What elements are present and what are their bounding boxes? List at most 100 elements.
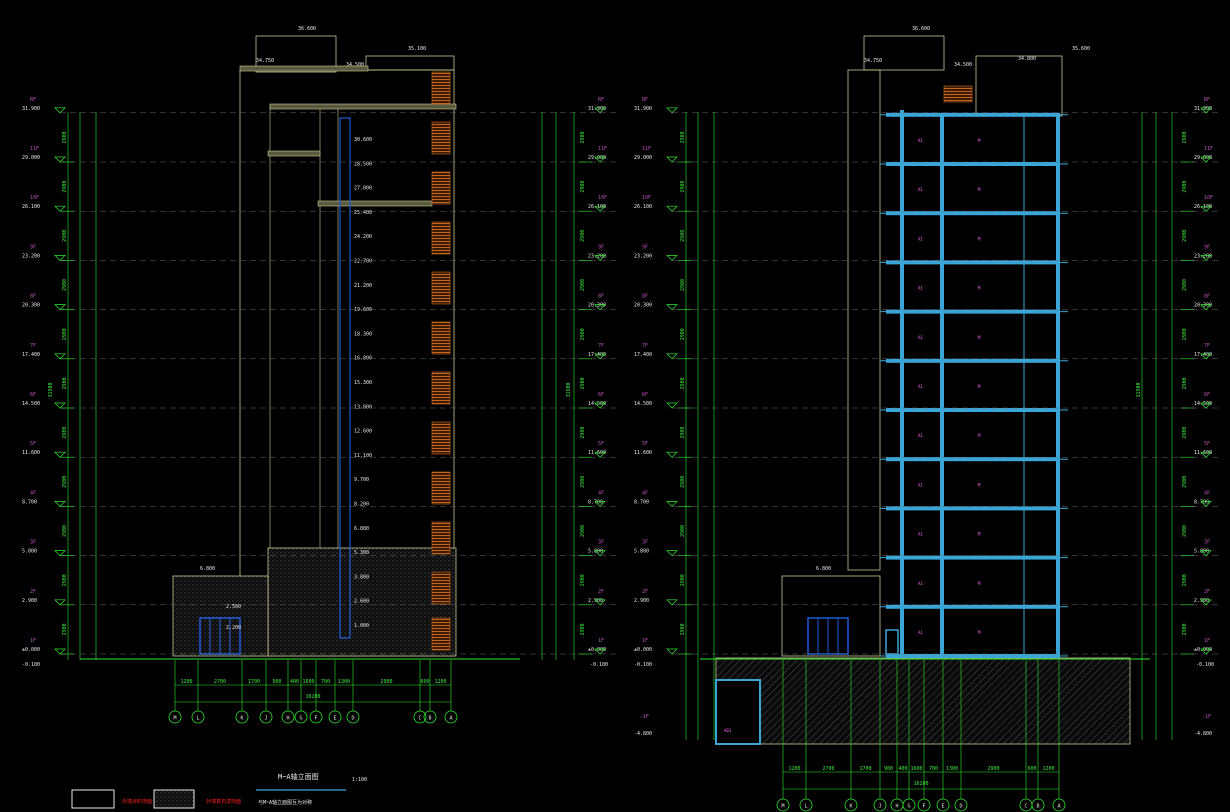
story-dimension: 2900 — [580, 230, 586, 242]
axis-dimension: 1200 — [434, 679, 446, 685]
floor-label: 11F — [642, 146, 651, 152]
legend-swatch-hatch — [153, 789, 195, 809]
axis-dimension: 2900 — [380, 679, 392, 685]
floor-label: 6F — [1204, 392, 1210, 398]
level-symbol — [1200, 402, 1212, 409]
story-dimension: 2900 — [62, 230, 68, 242]
level-elevation: ±0.000 — [588, 647, 606, 653]
axis-dimension: 1200 — [1042, 766, 1054, 772]
level-elevation: 5.800 — [22, 549, 37, 555]
axis-bubble — [235, 710, 249, 724]
level-elevation: 20.300 — [22, 303, 40, 309]
floor-label: 5F — [642, 441, 648, 447]
floor-label: 5F — [598, 441, 604, 447]
floor-label: 4F — [642, 490, 648, 496]
section-tag: A01 — [724, 728, 732, 733]
story-dimension: 2900 — [62, 476, 68, 488]
axis-bubble — [191, 710, 205, 724]
level-elevation: 26.100 — [1194, 204, 1212, 210]
axis-bubble — [1052, 798, 1066, 812]
axis-label: D — [959, 804, 962, 810]
roof-elevation-left: 34.500 — [346, 62, 364, 68]
level-symbol — [666, 107, 678, 114]
level-symbol — [54, 501, 66, 507]
story-dimension: 2900 — [580, 377, 586, 389]
axis-dimension: 1600 — [302, 679, 314, 685]
story-dimension: 2900 — [580, 476, 586, 488]
story-dimension: 2900 — [580, 623, 586, 635]
ground-elevation: -0.100 — [1196, 662, 1214, 668]
level-symbol — [1200, 501, 1212, 507]
level-symbol — [594, 648, 606, 655]
level-elevation: 29.000 — [1194, 155, 1212, 161]
right-annex-elevation: 6.800 — [816, 566, 831, 572]
basement-floor-label: -1F — [1202, 714, 1211, 720]
floor-label: 8F — [642, 294, 648, 300]
floor-label: 9F — [642, 244, 648, 250]
left-dimension-chain-outer — [67, 112, 575, 660]
floor-label: 8F — [1204, 294, 1210, 300]
level-symbol — [594, 205, 606, 212]
left-annex-elevation: 6.800 — [200, 566, 215, 572]
axis-bubble — [168, 710, 182, 724]
level-elevation: ±0.000 — [22, 647, 40, 653]
axis-label: K — [849, 804, 852, 810]
room-tag: A1 — [918, 335, 923, 340]
level-elevation: 11.600 — [588, 450, 606, 456]
level-elevation: 26.100 — [634, 204, 652, 210]
level-symbol — [1200, 550, 1212, 557]
story-dimension: 2900 — [680, 181, 686, 193]
left-windows — [199, 117, 351, 655]
axis-dimension: 1300 — [338, 679, 350, 685]
level-elevation: 23.200 — [1194, 253, 1212, 259]
legend-note-red-2: 外墙真石漆饰面 — [206, 798, 241, 805]
level-elevation: 14.500 — [588, 401, 606, 407]
floor-label: 11F — [1204, 146, 1213, 152]
story-dimension: 2900 — [680, 574, 686, 586]
level-elevation: 17.400 — [22, 352, 40, 358]
stair-landing-elevation: 19.600 — [354, 307, 372, 313]
axis-dimension: 400 — [290, 679, 299, 685]
total-height-dimension: 31900 — [566, 382, 572, 397]
room-tag: M — [978, 286, 981, 291]
story-dimension: 2900 — [62, 525, 68, 537]
level-symbol — [666, 402, 678, 409]
roof-top-elevations: 36.60034.75034.50035.10036.60034.75034.5… — [256, 26, 1090, 68]
room-tag: A1 — [918, 286, 923, 291]
level-elevation: 2.900 — [22, 598, 37, 604]
level-symbol — [1200, 353, 1212, 360]
axis-label: K — [240, 716, 243, 722]
level-elevation: 23.200 — [634, 253, 652, 259]
level-symbol — [666, 501, 678, 507]
level-symbol — [594, 402, 606, 409]
room-tag: M — [978, 581, 981, 586]
story-dimension: 2900 — [580, 427, 586, 439]
story-dimension: 2900 — [580, 279, 586, 291]
floor-label: RF — [642, 97, 648, 103]
story-dimension: 2900 — [580, 574, 586, 586]
axis-bubble — [936, 798, 950, 812]
axis-bubble — [309, 710, 323, 724]
right-basement-hatch — [715, 657, 1131, 745]
axis-dimension: 700 — [321, 679, 330, 685]
story-dimension: 2900 — [1182, 427, 1188, 439]
door-canopy-elevation: 2.500 — [226, 604, 241, 610]
room-tag: M — [978, 433, 981, 438]
axis-bubble — [346, 710, 360, 724]
level-elevation: 29.000 — [22, 155, 40, 161]
room-tag: M — [978, 335, 981, 340]
drawing-subtitle: 与M~A轴立面图互为对称 — [258, 799, 312, 806]
roof-elevation-right: 34.500 — [954, 62, 972, 68]
room-tag: A1 — [918, 532, 923, 537]
level-symbol — [54, 304, 66, 311]
drawing-title: M~A轴立面图 — [278, 772, 319, 781]
floor-label: 3F — [1204, 540, 1210, 546]
level-symbol — [666, 353, 678, 360]
axis-bubble — [259, 710, 273, 724]
floor-label: 9F — [598, 244, 604, 250]
floor-label: 5F — [30, 441, 36, 447]
